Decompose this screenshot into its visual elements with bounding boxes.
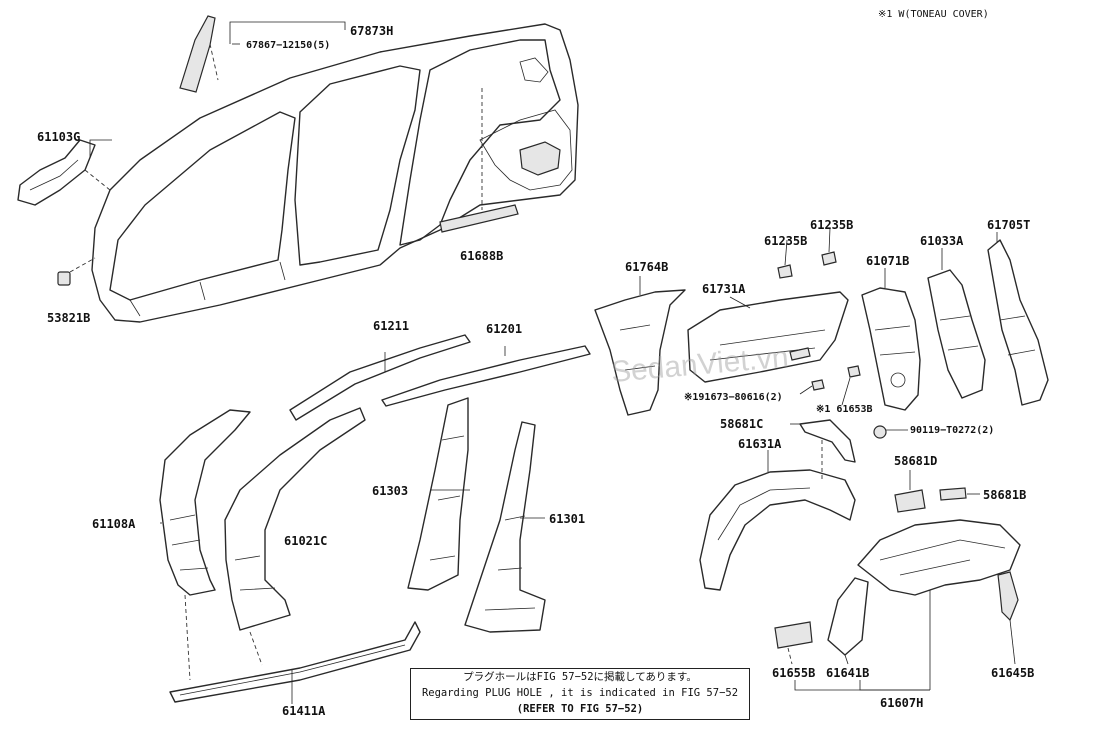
note-line-japanese: プラグホールはFIG 57−52に掲載してあります。 [463,671,697,683]
bolt-90119 [873,425,887,439]
rocker-61411A [169,621,421,703]
label-61021C[interactable]: 61021C [284,534,327,548]
roof-rail-61211 [289,334,471,421]
label-67867[interactable]: 67867−12150(5) [246,40,330,51]
label-61211[interactable]: 61211 [373,319,409,333]
clips-61235B [777,251,837,279]
label-61641B[interactable]: 61641B [826,666,869,680]
pillar-61303 [407,397,469,591]
part-labels: 67873H 67867−12150(5) 61103G 53821B 6168… [37,24,1034,718]
plate-58681B [939,487,967,501]
clip-191673 [811,379,825,391]
body-side-outer-panel [91,23,579,323]
label-90119[interactable]: 90119−T0272(2) [910,425,994,436]
label-61235B-left[interactable]: 61235B [764,234,807,248]
label-61655B[interactable]: 61655B [772,666,815,680]
clip-61653B [847,365,861,378]
strip-61688B [439,204,519,233]
roof-rail-61201 [381,345,591,407]
note-line-reference: (REFER TO FIG 57−52) [516,703,644,715]
label-58681B[interactable]: 58681B [983,488,1026,502]
plug-hole-note: プラグホールはFIG 57−52に掲載してあります。 Regarding PLU… [410,668,750,720]
label-61688B[interactable]: 61688B [460,249,503,263]
legend-note: ※1 W(TONEAU COVER) [878,9,989,20]
label-61607H[interactable]: 61607H [880,696,923,710]
wheelhouse-61607H [857,519,1021,596]
leader-lines [69,21,1016,704]
panel-61033A [927,269,986,399]
label-61201[interactable]: 61201 [486,322,522,336]
panel-61705T [987,239,1049,406]
label-191673[interactable]: ※191673−80616(2) [684,392,783,403]
label-61033A[interactable]: 61033A [920,234,964,248]
label-53821B[interactable]: 53821B [47,311,90,325]
label-61108A[interactable]: 61108A [92,517,136,531]
label-61411A[interactable]: 61411A [282,704,326,718]
roof-side-strip-67873H [179,15,216,93]
watermark: SedanViet.vn [610,341,790,389]
label-61103G[interactable]: 61103G [37,130,80,144]
panel-61655B [774,621,813,649]
label-61731A[interactable]: 61731A [702,282,746,296]
wheel-housing-61631A [699,469,856,591]
panel-61641B [827,577,869,656]
bracket-61103G [17,139,96,206]
note-line-english: Regarding PLUG HOLE , it is indicated in… [421,687,739,699]
label-61645B[interactable]: 61645B [991,666,1034,680]
plate-58681D [894,489,926,513]
bracket-61645B [997,571,1019,622]
clip-53821B [57,271,71,286]
label-61301[interactable]: 61301 [549,512,585,526]
pillar-61301 [464,421,546,633]
label-58681D[interactable]: 58681D [894,454,937,468]
label-61631A[interactable]: 61631A [738,437,782,451]
panel-61731A [687,291,849,383]
panel-61071B [861,287,921,411]
label-61071B[interactable]: 61071B [866,254,909,268]
label-61705T[interactable]: 61705T [987,218,1030,232]
label-61235B-right[interactable]: 61235B [810,218,853,232]
pillar-61108A [159,409,251,596]
label-61653B[interactable]: ※1 61653B [816,404,873,415]
label-61303[interactable]: 61303 [372,484,408,498]
label-61764B[interactable]: 61764B [625,260,668,274]
pillar-61021C [224,407,366,631]
panel-61764B [594,289,686,416]
label-67873H[interactable]: 67873H [350,24,393,38]
label-58681C[interactable]: 58681C [720,417,763,431]
plate-58681C [799,419,856,463]
